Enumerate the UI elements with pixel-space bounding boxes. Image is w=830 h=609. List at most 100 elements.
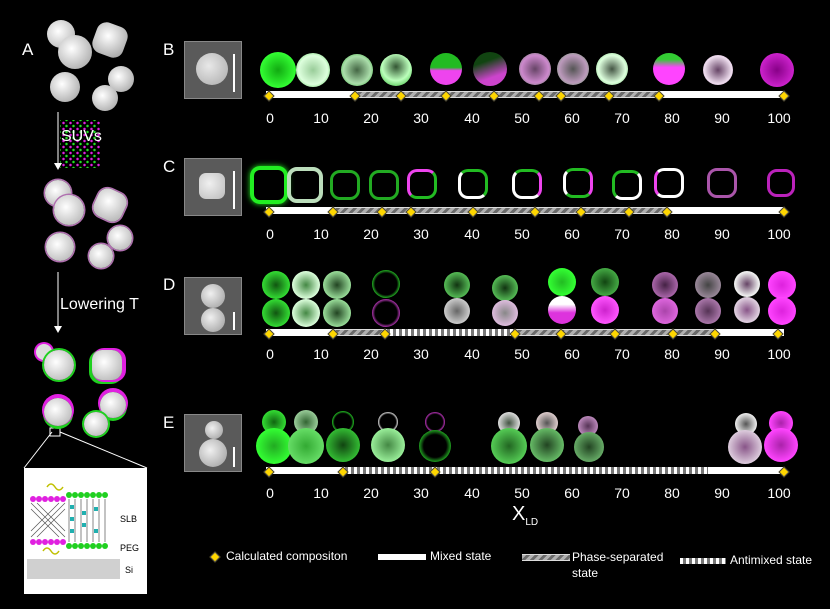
legend-phase-line2: state bbox=[572, 566, 599, 580]
particle bbox=[50, 72, 80, 102]
particle bbox=[425, 412, 445, 432]
tick-label: 60 bbox=[564, 110, 580, 126]
particle bbox=[734, 271, 760, 297]
particle bbox=[512, 169, 542, 199]
tick-label: 10 bbox=[313, 226, 329, 242]
tick-label: 50 bbox=[514, 485, 530, 501]
particle bbox=[292, 271, 320, 299]
particle bbox=[58, 35, 92, 69]
particle bbox=[100, 392, 126, 418]
tick-label: 20 bbox=[363, 226, 379, 242]
x-axis-label: XLD bbox=[512, 503, 539, 528]
particle bbox=[378, 412, 398, 432]
particle bbox=[108, 226, 132, 250]
particle bbox=[767, 169, 795, 197]
particle bbox=[458, 169, 488, 199]
legend-anti-swatch bbox=[680, 558, 726, 564]
tick-label: 100 bbox=[767, 110, 791, 126]
particle bbox=[89, 244, 113, 268]
particle bbox=[323, 271, 351, 299]
particle bbox=[548, 268, 576, 296]
particle bbox=[653, 53, 685, 85]
panel-label-c: C bbox=[163, 157, 176, 176]
tick-label: 20 bbox=[363, 485, 379, 501]
particle bbox=[734, 297, 760, 323]
particle bbox=[563, 168, 593, 198]
sem-image-c bbox=[184, 158, 242, 216]
tick-label: 50 bbox=[514, 346, 530, 362]
particle bbox=[591, 296, 619, 324]
tick-label: 20 bbox=[363, 346, 379, 362]
tick-label: 100 bbox=[767, 226, 791, 242]
particle bbox=[548, 296, 576, 324]
step-label-lowering-t: Lowering T bbox=[60, 296, 139, 313]
membrane-inset: SLB PEG Si bbox=[24, 468, 147, 594]
particle bbox=[707, 168, 737, 198]
particle bbox=[735, 413, 757, 435]
particle bbox=[260, 52, 296, 88]
particle bbox=[654, 168, 684, 198]
sem-image-e bbox=[184, 414, 242, 472]
tick-label: 70 bbox=[614, 485, 630, 501]
inset-label-peg: PEG bbox=[120, 543, 140, 553]
particle bbox=[46, 233, 74, 261]
inset-label-si: Si bbox=[125, 565, 134, 575]
tick-label: 10 bbox=[313, 346, 329, 362]
step-label-suvs: SUVs bbox=[61, 128, 102, 145]
particle bbox=[288, 428, 324, 464]
particle bbox=[652, 298, 678, 324]
particle bbox=[44, 350, 74, 380]
particle bbox=[341, 54, 373, 86]
particle bbox=[612, 170, 642, 200]
tick-label: 90 bbox=[714, 110, 730, 126]
particle bbox=[54, 195, 84, 225]
tick-label: 40 bbox=[464, 110, 480, 126]
tick-label: 40 bbox=[464, 226, 480, 242]
particle bbox=[491, 428, 527, 464]
particle bbox=[372, 299, 400, 327]
legend-phase-line1: Phase-separated bbox=[572, 550, 664, 564]
tick-label: 80 bbox=[664, 110, 680, 126]
sem-image-b bbox=[184, 41, 242, 99]
tick-label: 100 bbox=[767, 346, 791, 362]
tick-label: 90 bbox=[714, 346, 730, 362]
tick-label: 10 bbox=[313, 110, 329, 126]
tick-label: 0 bbox=[266, 110, 274, 126]
tick-label: 40 bbox=[464, 485, 480, 501]
tick-label: 80 bbox=[664, 346, 680, 362]
particle bbox=[760, 53, 794, 87]
tick-label: 10 bbox=[313, 485, 329, 501]
panel-label-b: B bbox=[163, 40, 175, 59]
particle bbox=[256, 428, 292, 464]
particle bbox=[492, 275, 518, 301]
particle bbox=[703, 55, 733, 85]
particle bbox=[292, 299, 320, 327]
legend-antimixed: Antimixed state bbox=[730, 553, 813, 567]
particle bbox=[92, 350, 122, 380]
tick-label: 90 bbox=[714, 485, 730, 501]
legend-mixed-swatch bbox=[378, 554, 426, 560]
suv-dots bbox=[60, 120, 100, 168]
particle bbox=[44, 398, 72, 426]
particle bbox=[768, 271, 796, 299]
particle bbox=[596, 53, 628, 85]
tick-label: 70 bbox=[614, 346, 630, 362]
particle bbox=[768, 297, 796, 325]
particle bbox=[578, 416, 598, 436]
tick-label: 70 bbox=[614, 110, 630, 126]
tick-label: 50 bbox=[514, 110, 530, 126]
particle bbox=[296, 53, 330, 87]
particle bbox=[473, 52, 507, 86]
legend-calculated: Calculated compositon bbox=[226, 549, 348, 563]
tick-label: 80 bbox=[664, 485, 680, 501]
particle bbox=[84, 412, 108, 436]
sem-image-d bbox=[184, 277, 242, 335]
legend-phase-swatch bbox=[522, 554, 570, 561]
tick-label: 100 bbox=[767, 485, 791, 501]
particle bbox=[574, 432, 604, 462]
tick-label: 60 bbox=[564, 226, 580, 242]
particle bbox=[444, 272, 470, 298]
tick-label: 50 bbox=[514, 226, 530, 242]
particle bbox=[330, 170, 360, 200]
